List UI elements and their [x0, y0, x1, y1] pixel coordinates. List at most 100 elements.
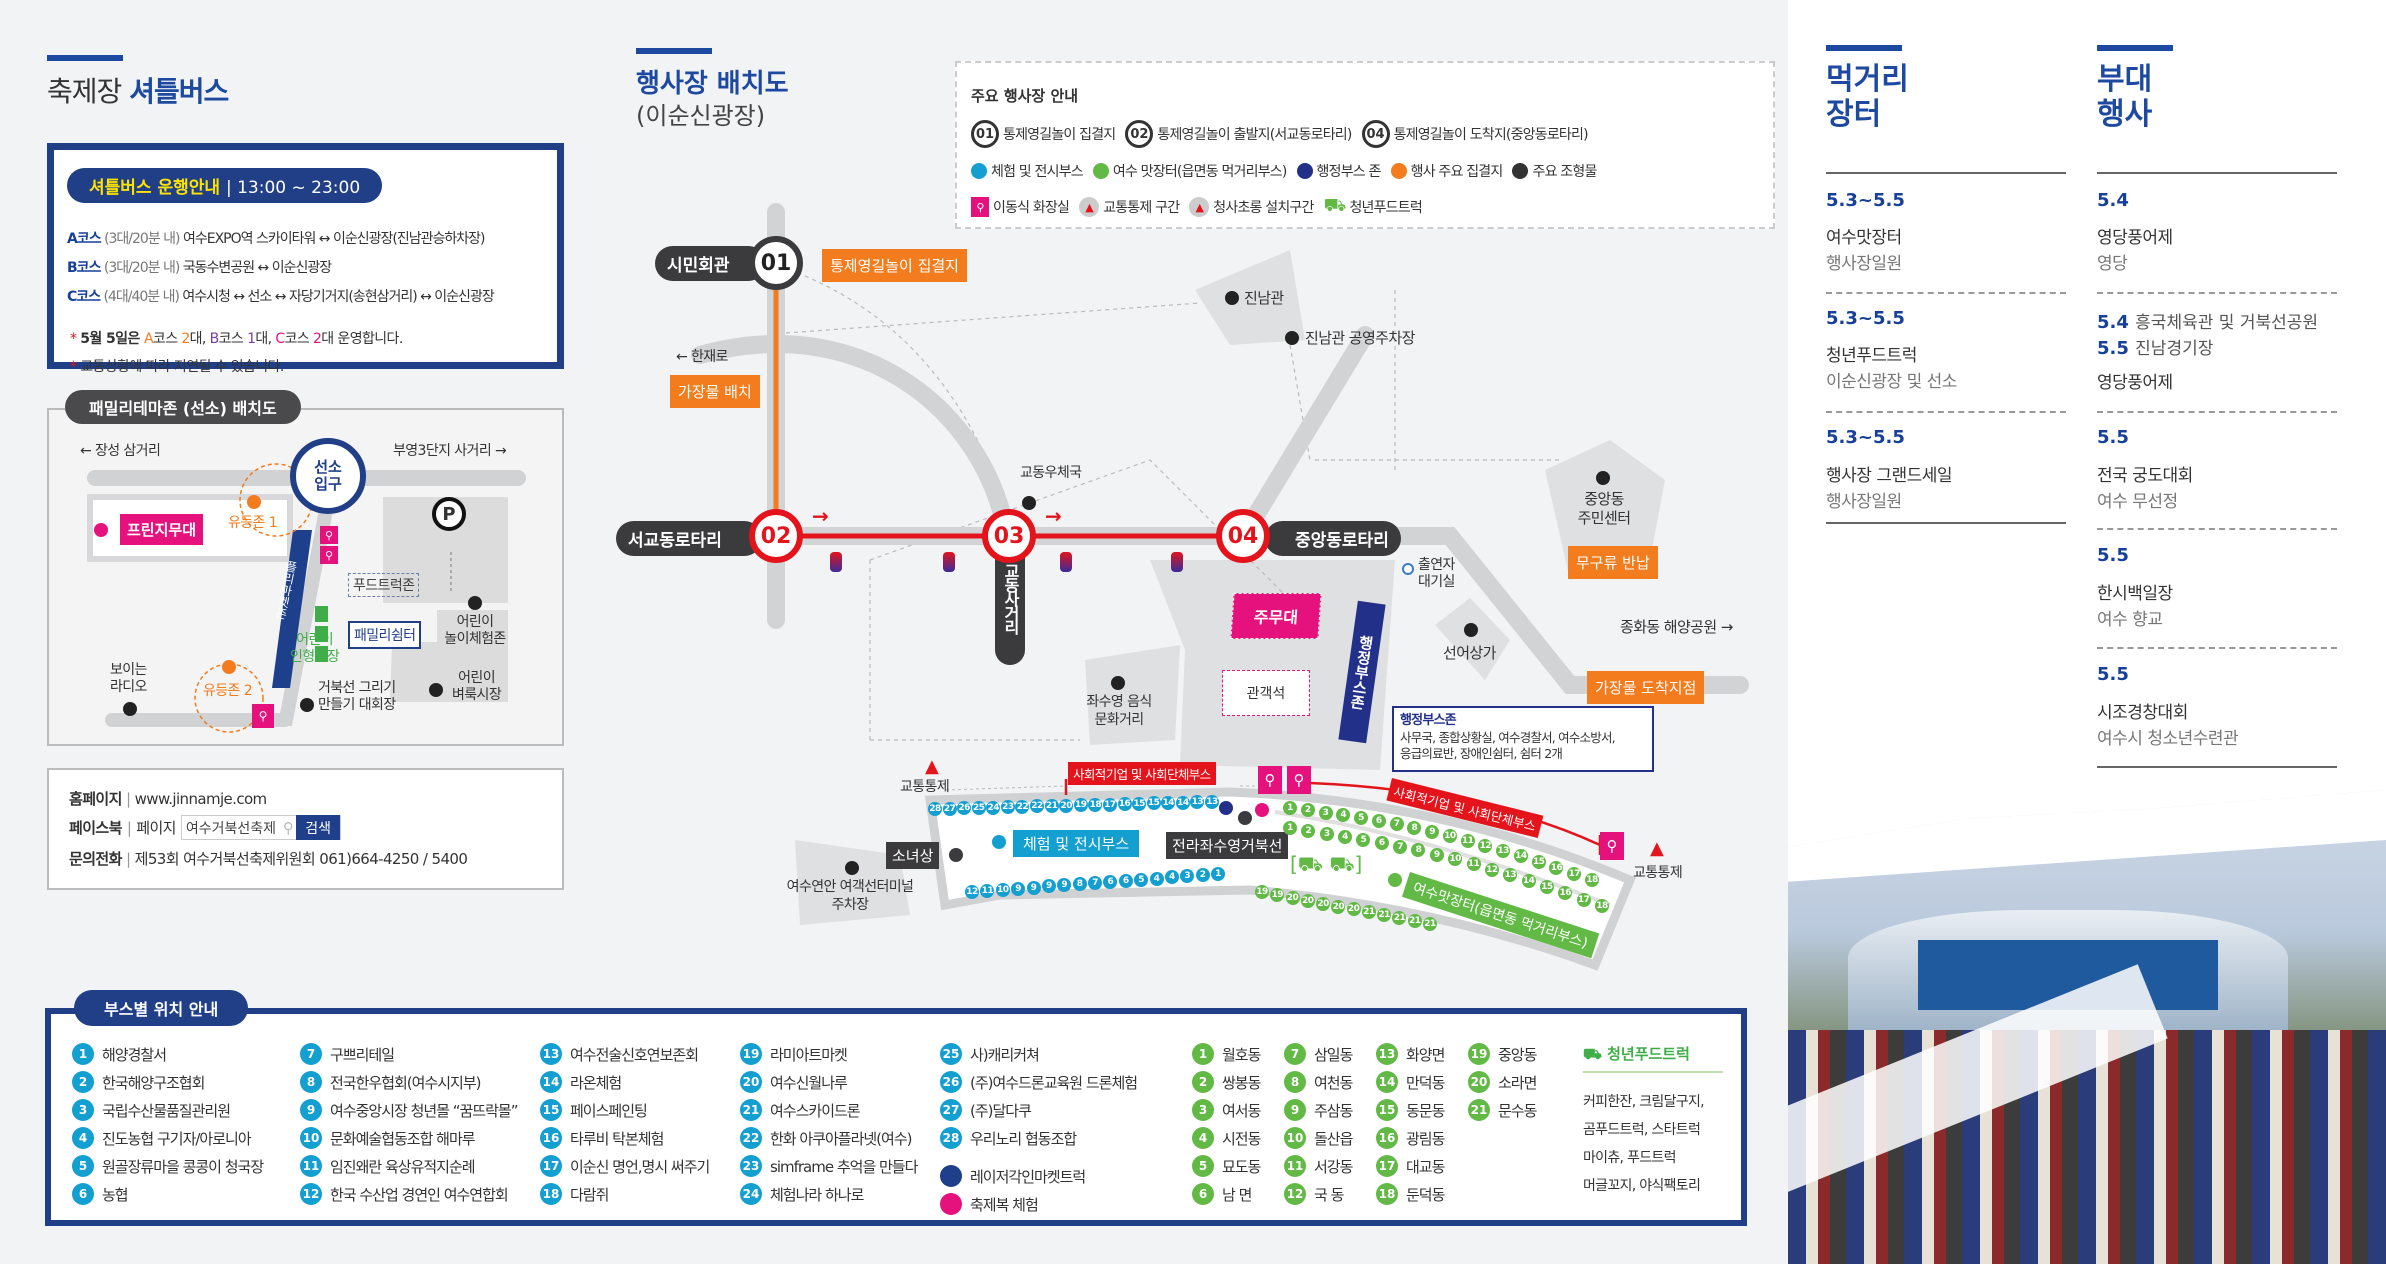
- toilet-icon: ⚲: [1600, 832, 1624, 860]
- booth-number-blue-top: 18: [1088, 797, 1103, 812]
- turtle-ship-label: 전라좌수영거북선: [1166, 832, 1289, 859]
- booth-label: 한화 아쿠아플라넷(여수): [770, 1129, 912, 1148]
- jinnamgwan-area: [1195, 250, 1305, 345]
- section-bar: [636, 48, 712, 54]
- fish-market-dot: [1464, 623, 1478, 637]
- note-prefix: 5월 5일은: [80, 331, 144, 347]
- fringe-stage-label: 프린지무대: [120, 514, 204, 545]
- note-text: 대,: [189, 331, 210, 347]
- booth-label: simframe 추억을 만들다: [770, 1157, 918, 1176]
- note-text: 대,: [255, 331, 276, 347]
- booth-number-green-row1: 5: [1354, 811, 1369, 826]
- booth-number-icon: 1: [72, 1043, 94, 1065]
- turtle-ship-dot: [1238, 811, 1252, 825]
- experience-booth-label: 체험 및 전시부스: [1013, 830, 1140, 857]
- booth-number-icon: 17: [540, 1155, 562, 1177]
- market-label: 둔덕동: [1406, 1185, 1445, 1204]
- text-line: 어린이: [456, 614, 494, 630]
- booth-number-icon: 26: [940, 1071, 962, 1093]
- navy-dot-icon: [940, 1165, 962, 1187]
- booth-number-blue-bottom: 9: [1057, 878, 1072, 893]
- node-04: 04: [1216, 509, 1270, 563]
- facebook-row: 페이스북|페이지 ⚲검색: [69, 815, 342, 840]
- booth-label: 농협: [102, 1185, 129, 1204]
- seogyo-label: 서교동로타리: [616, 521, 762, 556]
- market-label: 서강동: [1314, 1157, 1353, 1176]
- lantern-icon: [1171, 552, 1183, 572]
- food-place: 행사장일원: [1826, 492, 1902, 512]
- parking-dot: [1285, 331, 1299, 345]
- booth-number-blue-top: 19: [1073, 798, 1088, 813]
- market-number-icon: 1: [1192, 1043, 1214, 1065]
- booth-label: 여수중앙시장 청년몰 “꿈뜨락몰”: [330, 1101, 518, 1120]
- radio-dot: [123, 702, 137, 716]
- family-map-tab: 패밀리테마존 (선소) 배치도: [65, 390, 301, 424]
- statue-label: 소녀상: [886, 842, 940, 869]
- booth-number-green-row1: 17: [1567, 866, 1582, 881]
- food-truck-line: 커피한잔, 크림달구지,: [1583, 1094, 1705, 1110]
- booth-number-icon: 12: [300, 1183, 322, 1205]
- booth-label: 전국한우협회(여수시지부): [330, 1073, 482, 1092]
- facebook-search-input[interactable]: [181, 819, 280, 836]
- entrance-line: 선소: [314, 457, 342, 476]
- note-c: C: [275, 331, 285, 347]
- text-line: 어린이: [458, 670, 495, 686]
- course-a: A코스 (3대/20분 내) 여수EXPO역 스카이타워 ↔ 이순신광장(진남관…: [67, 228, 486, 248]
- event-date-line: 5.4 흥국체육관 및 거북선공원: [2097, 308, 2318, 333]
- shuttle-info-box: 셔틀버스 운행안내 | 13:00 ~ 23:00 A코스 (3대/20분 내)…: [47, 143, 564, 375]
- legend-label: 청년푸드트럭: [1349, 200, 1422, 216]
- booth-number-green-row1: 9: [1425, 824, 1440, 839]
- homepage-link[interactable]: www.jinnamje.com: [134, 790, 268, 808]
- booth-number-icon: 18: [540, 1183, 562, 1205]
- market-label: 여천동: [1314, 1073, 1353, 1092]
- audience-seats: 관객석: [1222, 670, 1310, 716]
- pill-time: 13:00 ~ 23:00: [237, 178, 361, 198]
- turtle-ship-dot: [300, 698, 314, 712]
- food-truck-line: 곰푸드트럭, 스타트럭: [1583, 1122, 1701, 1138]
- course-name: C코스: [67, 289, 101, 305]
- post-office-dot: [1022, 496, 1036, 510]
- facebook-page-label: 페이지: [136, 819, 176, 837]
- title-bold: 셔틀버스: [129, 75, 229, 108]
- booth-number-green-row3: 21: [1361, 905, 1376, 920]
- lantern-zone2: 유등존 2: [203, 683, 253, 699]
- event-place: 여수 향교: [2097, 610, 2163, 630]
- lantern-zone2-dot: [222, 660, 236, 674]
- text-line: 라디오: [110, 678, 147, 695]
- booth-number-green-row2: 4: [1338, 829, 1353, 844]
- market-number-icon: 21: [1468, 1099, 1490, 1121]
- search-button[interactable]: 검색: [296, 815, 341, 840]
- market-number-icon: 10: [1284, 1127, 1306, 1149]
- course-name: B코스: [67, 260, 101, 276]
- food-truck-title-text: 청년푸드트럭: [1607, 1045, 1690, 1063]
- booth-label: 문화예술협동조합 해마루: [330, 1129, 476, 1148]
- booth-number-green-row2: 14: [1521, 873, 1536, 888]
- note-text: 대 운영합니다.: [321, 331, 403, 347]
- booth-label: 진도농협 구기자/아로니아: [102, 1129, 252, 1148]
- park-label: 종화동 해양공원 →: [1620, 618, 1733, 636]
- booth-number-blue-top: 28: [928, 802, 942, 816]
- booth-number-green-row3: 19: [1270, 887, 1285, 902]
- text-line: 출연자: [1418, 557, 1455, 573]
- market-number-icon: 16: [1376, 1127, 1398, 1149]
- market-label: 쌍봉동: [1222, 1073, 1261, 1092]
- booth-label: 타루비 탁본체험: [570, 1129, 664, 1148]
- map-subtitle: (이순신광장): [636, 101, 766, 130]
- booth-label: 국립수산물품질관리원: [102, 1101, 231, 1120]
- market-label: 중앙동: [1498, 1045, 1537, 1064]
- booth-number-green-row2: 15: [1539, 879, 1554, 894]
- course-route: 여수EXPO역 스카이타워 ↔ 이순신광장(진남관승하차장): [182, 231, 486, 247]
